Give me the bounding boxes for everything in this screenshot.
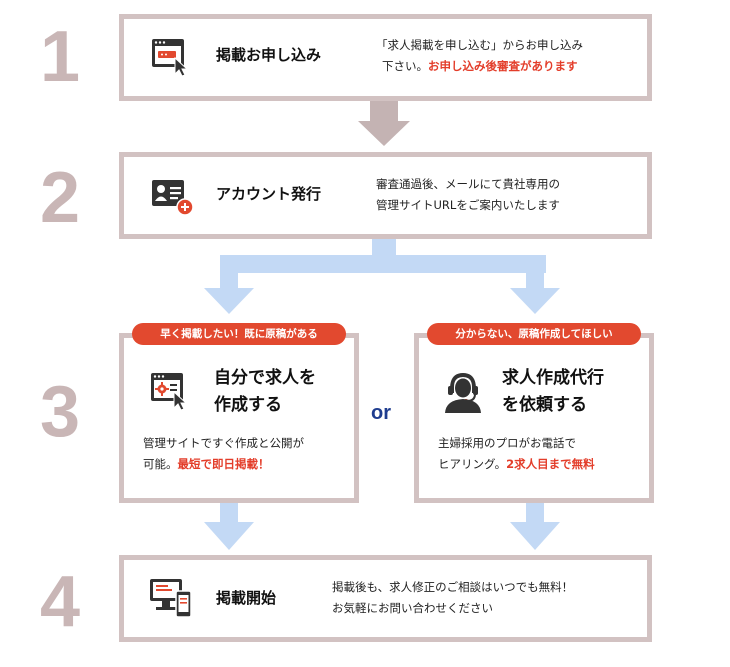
step2-desc-line1: 審査通過後、メールにて貴社専用の — [376, 177, 560, 191]
browser-apply-icon — [152, 39, 189, 77]
step3-right-badge: 分からない、原稿作成してほしい — [427, 323, 641, 345]
step3-left-desc-line1: 管理サイトですぐ作成と公開が — [143, 436, 304, 450]
step-number-2: 2 — [40, 158, 81, 238]
step1-desc-line1: 「求人掲載を申し込む」からお申し込み — [376, 38, 583, 52]
step1-desc-line2: 下さい。お申し込み後審査があります — [376, 56, 583, 77]
step1-desc-highlight: お申し込み後審査があります — [428, 59, 578, 74]
step3-right-desc-line1: 主婦採用のプロがお電話で — [438, 436, 576, 450]
arrow-step1-to-step2 — [358, 101, 410, 146]
step3-left-title-line2: 作成する — [214, 395, 282, 416]
arrow-step3-to-step4 — [204, 502, 560, 550]
step3-right-title-line2: を依頼する — [502, 395, 587, 416]
step2-desc-line2: 管理サイトURLをご案内いたします — [376, 198, 560, 213]
browser-gear-icon — [151, 373, 188, 411]
id-card-add-icon — [152, 180, 194, 216]
step2-box — [119, 152, 652, 239]
step1-desc-plain: 下さい。 — [382, 59, 428, 74]
step3-right-desc-line2: ヒアリング。2求人目まで無料 — [438, 454, 595, 475]
step4-title: 掲載開始 — [216, 589, 277, 607]
step3-right-title-line1: 求人作成代行 — [502, 368, 604, 388]
arrow-step2-branch — [204, 239, 560, 314]
step-number-3: 3 — [40, 372, 81, 452]
step-number-1: 1 — [40, 17, 81, 97]
step-number-4: 4 — [40, 562, 81, 642]
step3-left-title-line1: 自分で求人を — [214, 368, 316, 388]
step3-right-desc-plain: ヒアリング。 — [438, 457, 507, 472]
step4-box — [119, 555, 652, 642]
step2-title: アカウント発行 — [216, 185, 322, 203]
step4-desc-line2: お気軽にお問い合わせください — [332, 601, 493, 616]
step3-left-box — [119, 333, 359, 503]
step4-desc-line1: 掲載後も、求人修正のご相談はいつでも無料！ — [332, 580, 574, 594]
step1-title: 掲載お申し込み — [216, 46, 322, 64]
step1-box — [119, 14, 652, 101]
step3-left-desc-plain: 可能。 — [143, 457, 178, 472]
step3-left-desc-highlight: 最短で即日掲載！ — [177, 457, 270, 472]
step3-left-desc-line2: 可能。最短で即日掲載！ — [143, 454, 304, 475]
step4-description: 掲載後も、求人修正のご相談はいつでも無料！ お気軽にお問い合わせください — [332, 577, 573, 620]
step3-left-badge: 早く掲載したい！既に原稿がある — [132, 323, 346, 345]
step3-right-desc-highlight: 2求人目まで無料 — [506, 457, 595, 472]
step3-left-title: 自分で求人を 作成する — [214, 365, 316, 419]
pc-smartphone-icon — [150, 579, 192, 618]
step3-right-title: 求人作成代行 を依頼する — [502, 365, 604, 419]
step3-left-description: 管理サイトですぐ作成と公開が 可能。最短で即日掲載！ — [143, 433, 304, 476]
operator-headset-icon — [445, 373, 481, 413]
step3-right-description: 主婦採用のプロがお電話で ヒアリング。2求人目まで無料 — [438, 433, 595, 476]
or-label: or — [371, 402, 391, 424]
step1-description: 「求人掲載を申し込む」からお申し込み 下さい。お申し込み後審査があります — [376, 35, 583, 78]
step2-description: 審査通過後、メールにて貴社専用の 管理サイトURLをご案内いたします — [376, 174, 560, 217]
